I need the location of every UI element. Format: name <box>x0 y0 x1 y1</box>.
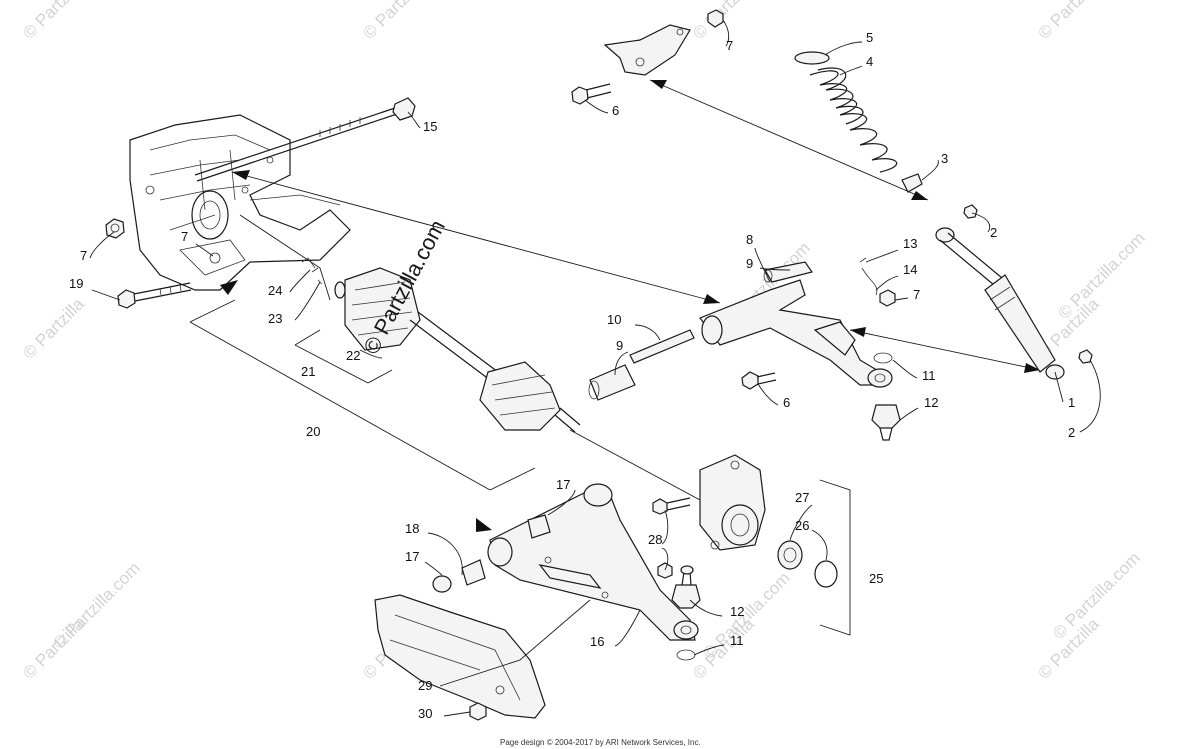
ball-joint-upper <box>871 404 901 441</box>
shock-absorber <box>935 204 1093 380</box>
callout-6: 6 <box>612 103 619 118</box>
ball-joint-lower <box>671 565 701 609</box>
callout-7: 7 <box>726 38 733 53</box>
watermark-text: © Partzilla.com <box>699 568 793 662</box>
coil-spring <box>794 51 923 193</box>
callout-6: 6 <box>783 395 790 410</box>
skid-plate <box>374 594 546 721</box>
callout-11: 11 <box>922 368 936 383</box>
callout-leaders <box>89 19 1101 717</box>
callout-22: 22 <box>346 348 360 363</box>
watermark-text: © Partzilla <box>1034 0 1103 43</box>
callout-17: 17 <box>405 549 419 564</box>
watermark-text: © Partzilla <box>19 294 88 363</box>
callout-7: 7 <box>913 287 920 302</box>
upper-a-arm <box>588 257 896 401</box>
callout-26: 26 <box>795 518 809 533</box>
frame-assembly <box>129 114 351 291</box>
callout-11: 11 <box>730 633 744 648</box>
callout-4: 4 <box>866 54 873 69</box>
callout-9: 9 <box>746 256 753 271</box>
callout-21: 21 <box>301 364 315 379</box>
callout-30: 30 <box>418 706 432 721</box>
watermark-text: © Partzilla.com <box>49 558 143 652</box>
callout-18: 18 <box>405 521 419 536</box>
callout-7: 7 <box>181 229 188 244</box>
callout-23: 23 <box>268 311 282 326</box>
steering-knuckle <box>652 454 838 588</box>
callout-5: 5 <box>866 30 873 45</box>
callout-3: 3 <box>941 151 948 166</box>
cv-axle <box>301 257 581 433</box>
callout-28: 28 <box>648 532 662 547</box>
callout-7: 7 <box>80 248 87 263</box>
callout-10: 10 <box>607 312 621 327</box>
callout-14: 14 <box>903 262 917 277</box>
callout-29: 29 <box>418 678 432 693</box>
callout-24: 24 <box>268 283 282 298</box>
group-brackets <box>189 299 851 636</box>
callout-15: 15 <box>423 119 437 134</box>
callout-17: 17 <box>556 477 570 492</box>
callout-8: 8 <box>746 232 753 247</box>
watermark-text: © Partzilla <box>359 0 428 43</box>
callout-2: 2 <box>990 225 997 240</box>
footer-copyright: Page design © 2004-2017 by ARI Network S… <box>500 738 701 747</box>
callout-25: 25 <box>869 571 883 586</box>
callout-9: 9 <box>616 338 623 353</box>
callout-20: 20 <box>306 424 320 439</box>
bolt-15 <box>194 97 416 182</box>
callout-19: 19 <box>69 276 83 291</box>
callout-16: 16 <box>590 634 604 649</box>
callout-27: 27 <box>795 490 809 505</box>
lower-a-arm <box>432 483 699 661</box>
nut-7-left <box>105 218 125 239</box>
callout-12: 12 <box>730 604 744 619</box>
callout-1: 1 <box>1068 395 1075 410</box>
callout-2: 2 <box>1068 425 1075 440</box>
bolt-19 <box>117 282 192 309</box>
bracket-top <box>571 9 724 105</box>
callout-12: 12 <box>924 395 938 410</box>
leader-arrows <box>220 79 1041 532</box>
watermark-text: © Partzilla <box>19 0 88 43</box>
callout-13: 13 <box>903 236 917 251</box>
